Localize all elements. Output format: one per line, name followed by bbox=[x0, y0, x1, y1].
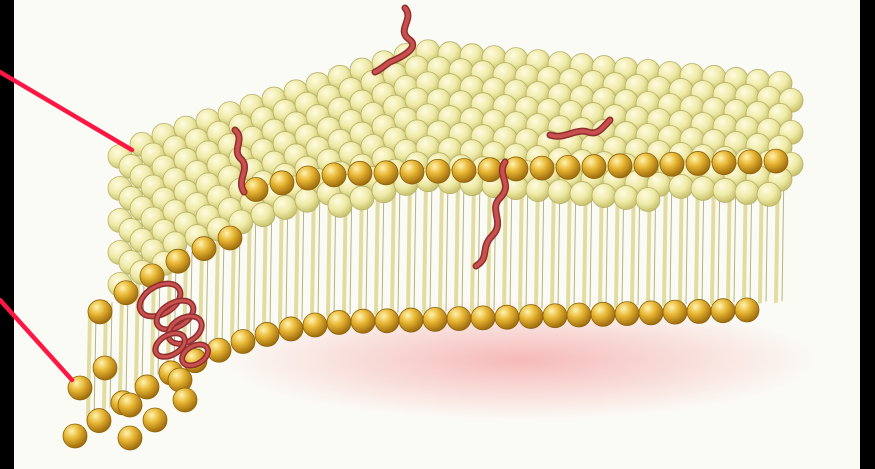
phospholipid-head bbox=[273, 195, 297, 219]
phospholipid-head bbox=[218, 226, 242, 250]
phospholipid-head bbox=[712, 151, 736, 175]
phospholipid-head bbox=[713, 178, 737, 202]
phospholipid-head bbox=[350, 186, 374, 210]
phospholipid-head bbox=[143, 408, 167, 432]
phospholipid-head bbox=[526, 178, 550, 202]
phospholipid-head bbox=[478, 158, 502, 182]
phospholipid-head bbox=[296, 166, 320, 190]
phospholipid-head bbox=[295, 188, 319, 212]
phospholipid-head bbox=[87, 409, 111, 433]
phospholipid-head bbox=[687, 299, 711, 323]
phospholipid-head bbox=[735, 180, 759, 204]
phospholipid-head bbox=[608, 154, 632, 178]
phospholipid-head bbox=[135, 375, 159, 399]
phospholipid-head bbox=[192, 237, 216, 261]
phospholipid-head bbox=[327, 310, 351, 334]
phospholipid-head bbox=[711, 299, 735, 323]
phospholipid-head bbox=[351, 309, 375, 333]
phospholipid-head bbox=[93, 356, 117, 380]
phospholipid-head bbox=[686, 151, 710, 175]
phospholipid-head bbox=[636, 188, 660, 212]
phospholipid-head bbox=[231, 330, 255, 354]
phospholipid-head bbox=[757, 182, 781, 206]
fatty-acid-tail bbox=[408, 177, 410, 312]
phospholipid-head bbox=[530, 156, 554, 180]
phospholipid-head bbox=[764, 149, 788, 173]
phospholipid-head bbox=[452, 158, 476, 182]
phospholipid-head bbox=[173, 388, 197, 412]
phospholipid-head bbox=[691, 176, 715, 200]
phospholipid-head bbox=[375, 309, 399, 333]
phospholipid-head bbox=[543, 304, 567, 328]
phospholipid-head bbox=[471, 306, 495, 330]
phospholipid-head bbox=[495, 305, 519, 329]
phospholipid-head bbox=[255, 322, 279, 346]
phospholipid-head bbox=[519, 304, 543, 328]
phospholipid-head bbox=[634, 153, 658, 177]
fatty-acid-tail bbox=[440, 176, 442, 311]
fatty-acid-tail bbox=[88, 315, 90, 420]
phospholipid-head bbox=[669, 174, 693, 198]
phospholipid-head bbox=[615, 302, 639, 326]
phospholipid-head bbox=[244, 177, 268, 201]
phospholipid-head bbox=[400, 160, 424, 184]
phospholipid-head bbox=[614, 186, 638, 210]
fatty-acid-tail bbox=[456, 176, 458, 311]
phospholipid-head bbox=[279, 317, 303, 341]
phospholipid-head bbox=[582, 155, 606, 179]
phospholipid-head bbox=[735, 298, 759, 322]
phospholipid-head bbox=[166, 249, 190, 273]
phospholipid-head bbox=[348, 161, 372, 185]
phospholipid-head bbox=[567, 303, 591, 327]
phospholipid-head bbox=[328, 193, 352, 217]
phospholipid-head bbox=[591, 302, 615, 326]
fatty-acid-tail bbox=[120, 291, 122, 396]
phospholipid-head bbox=[556, 155, 580, 179]
phospholipid-head bbox=[592, 184, 616, 208]
phospholipid-head bbox=[118, 426, 142, 450]
phospholipid-head bbox=[447, 307, 471, 331]
phospholipid-head bbox=[251, 203, 275, 227]
phospholipid-head bbox=[270, 171, 294, 195]
phospholipid-head bbox=[114, 281, 138, 305]
phospholipid-head bbox=[322, 163, 346, 187]
phospholipid-head bbox=[303, 313, 327, 337]
phospholipid-head bbox=[118, 393, 142, 417]
phospholipid-head bbox=[548, 180, 572, 204]
phospholipid-head bbox=[639, 301, 663, 325]
fatty-acid-tail bbox=[424, 177, 426, 312]
phospholipid-head bbox=[663, 300, 687, 324]
phospholipid-head bbox=[63, 424, 87, 448]
phospholipid-head bbox=[374, 161, 398, 185]
phospholipid-head bbox=[660, 152, 684, 176]
phospholipid-head bbox=[426, 159, 450, 183]
phospholipid-head bbox=[423, 307, 447, 331]
phospholipid-head bbox=[88, 300, 112, 324]
phospholipid-head bbox=[738, 150, 762, 174]
phospholipid-head bbox=[570, 182, 594, 206]
fatty-acid-tail bbox=[216, 238, 218, 343]
phospholipid-head bbox=[399, 308, 423, 332]
